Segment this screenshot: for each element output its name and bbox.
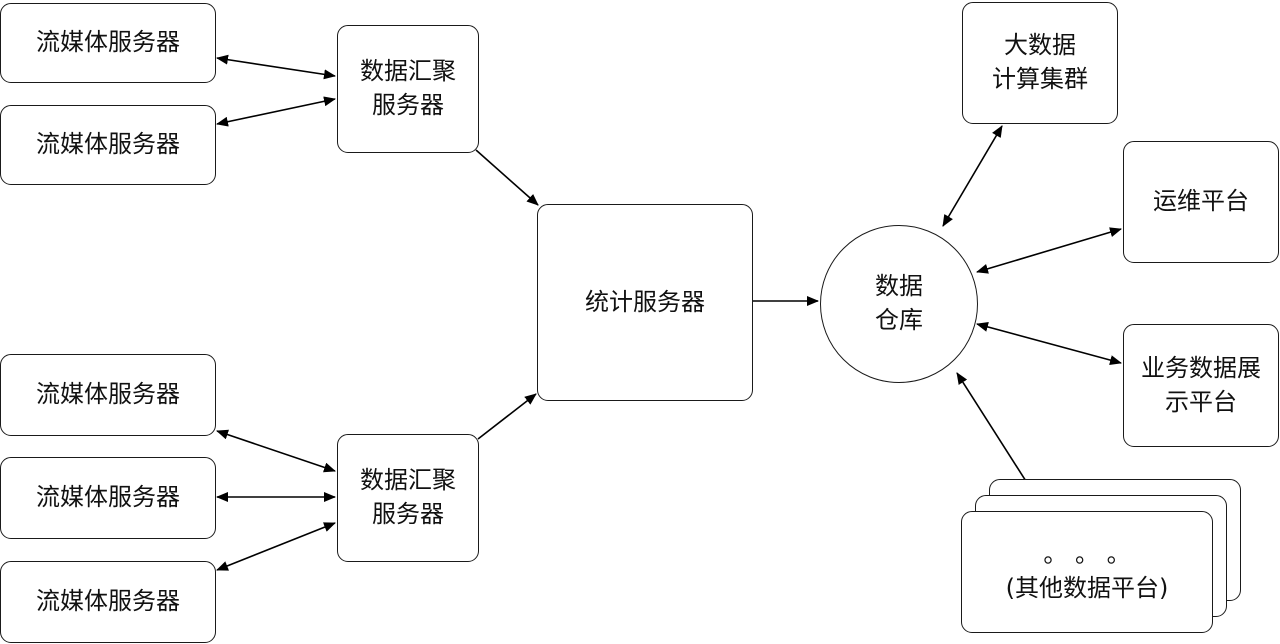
edge-aggregation-2-statistics [477,393,537,440]
big-data-cluster: 大数据 计算集群 [962,2,1118,124]
streaming-server-3: 流媒体服务器 [0,354,216,436]
statistics-server: 统计服务器 [537,204,753,401]
edge-streaming-3-aggregation-2 [216,429,336,473]
edge-warehouse-big-data [942,125,1003,227]
data-warehouse: 数据 仓库 [820,225,978,383]
edge-warehouse-business [976,322,1122,365]
edge-warehouse-ops [976,227,1122,274]
aggregation-server-1: 数据汇聚 服务器 [337,25,479,153]
edge-streaming-1-aggregation-1 [216,54,336,80]
edge-streaming-5-aggregation-2 [216,522,336,571]
business-data-platform: 业务数据展 示平台 [1123,324,1279,447]
streaming-server-2: 流媒体服务器 [0,105,216,185]
ops-platform: 运维平台 [1123,141,1279,263]
streaming-server-5: 流媒体服务器 [0,561,216,643]
streaming-server-1: 流媒体服务器 [0,3,216,83]
edge-streaming-2-aggregation-1 [216,96,336,127]
edge-aggregation-1-statistics [475,149,539,206]
aggregation-server-2: 数据汇聚 服务器 [337,434,479,562]
other-platforms: 。 。 。 (其他数据平台) [961,511,1213,633]
streaming-server-4: 流媒体服务器 [0,457,216,539]
